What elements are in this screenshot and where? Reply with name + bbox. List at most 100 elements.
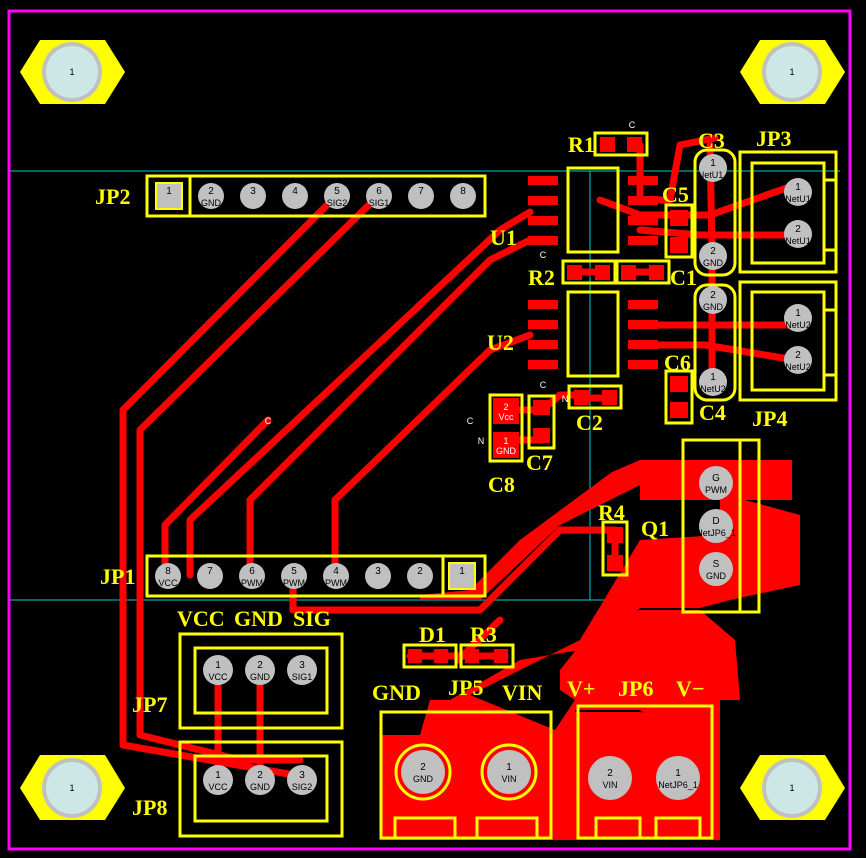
pin-number: 1	[795, 308, 801, 319]
c3-label: C3	[698, 128, 725, 153]
c5-label: C5	[662, 182, 689, 207]
pin-net: GND	[250, 782, 271, 792]
pin-net: NetU1	[785, 236, 811, 246]
mounting-hole-tl: 1	[20, 40, 125, 104]
mount-hole-label: 1	[789, 783, 794, 793]
jp5-label: JP5	[448, 675, 483, 700]
pin-number: 6	[376, 186, 382, 197]
pin-number: 1	[710, 372, 716, 383]
r3-resistor: R3	[459, 622, 515, 669]
jp6-label: JP6	[618, 676, 653, 701]
r2-label: R2	[528, 265, 555, 290]
pin-net: Vcc	[498, 412, 514, 422]
pin-number: G	[712, 473, 720, 484]
pin-net: SIG2	[327, 198, 348, 208]
pin-pad: 1	[155, 182, 183, 210]
pin-number: 2	[417, 566, 423, 577]
u1-label: U1	[490, 225, 517, 250]
pin-pad: 2	[407, 563, 433, 589]
c7-capacitor: C7 C	[526, 380, 556, 475]
pin-number: 2	[257, 660, 263, 671]
pin-net: SIG2	[292, 782, 313, 792]
mount-hole-label: 1	[69, 783, 74, 793]
jp8-label: JP8	[132, 795, 167, 820]
jp7-label: JP7	[132, 692, 167, 717]
pin-number: 2	[795, 350, 801, 361]
c2-label: C2	[576, 410, 603, 435]
pin-number: 2	[208, 186, 214, 197]
pin-number: 2	[710, 290, 716, 301]
u1-chip: U1	[490, 166, 658, 254]
mount-hole-label: 1	[69, 67, 74, 77]
marker-c: C	[265, 416, 272, 426]
pin-pad: 7	[408, 183, 434, 209]
jp6-vminus-label: V−	[676, 676, 704, 701]
mount-hole-label: 1	[789, 67, 794, 77]
pin-net: GND	[706, 571, 727, 581]
pin-number: 5	[291, 566, 297, 577]
pin-net: NetJP6_1	[696, 528, 736, 538]
c6-label: C6	[664, 350, 691, 375]
pin-number: 3	[299, 660, 305, 671]
pin-net: PWM	[325, 578, 347, 588]
pin-number: D	[712, 516, 719, 527]
r2-resistor: R2 C	[528, 250, 617, 290]
pin-number: 1	[215, 770, 221, 781]
pin-net: NetJP6_1	[658, 780, 698, 790]
r4-resistor: R4	[598, 500, 629, 577]
jp6-vplus-label: V+	[567, 676, 595, 701]
pin-number: 3	[299, 770, 305, 781]
r4-label: R4	[598, 500, 625, 525]
pin-pad: 4	[282, 183, 308, 209]
pin-net: NetU2	[700, 384, 726, 394]
u2-chip: U2	[487, 290, 658, 378]
jp7-gnd-label: GND	[234, 606, 283, 631]
pin-number: 2	[503, 402, 508, 412]
pin-net: VCC	[208, 672, 228, 682]
u2-label: U2	[487, 330, 514, 355]
d1-diode: D1	[402, 622, 458, 669]
jp3-label: JP3	[756, 126, 791, 151]
pin-number: 8	[460, 186, 466, 197]
pin-number: 7	[207, 566, 213, 577]
marker-c: C	[629, 120, 636, 130]
pin-number: 2	[710, 246, 716, 257]
pin-net: NetU1_	[698, 170, 730, 180]
marker-c: C	[540, 250, 547, 260]
pin-net: NetU2	[785, 320, 811, 330]
pin-net: NetU1	[785, 194, 811, 204]
pin-number: 2	[795, 224, 801, 235]
pin-number: 1	[506, 762, 512, 773]
jp1-label: JP1	[100, 564, 135, 589]
pin-net: NetU2	[785, 362, 811, 372]
jp5-vin-label: VIN	[502, 680, 542, 705]
pin-net: PWM	[283, 578, 305, 588]
c1-capacitor: C1	[615, 259, 697, 290]
pin-number: 4	[292, 186, 298, 197]
